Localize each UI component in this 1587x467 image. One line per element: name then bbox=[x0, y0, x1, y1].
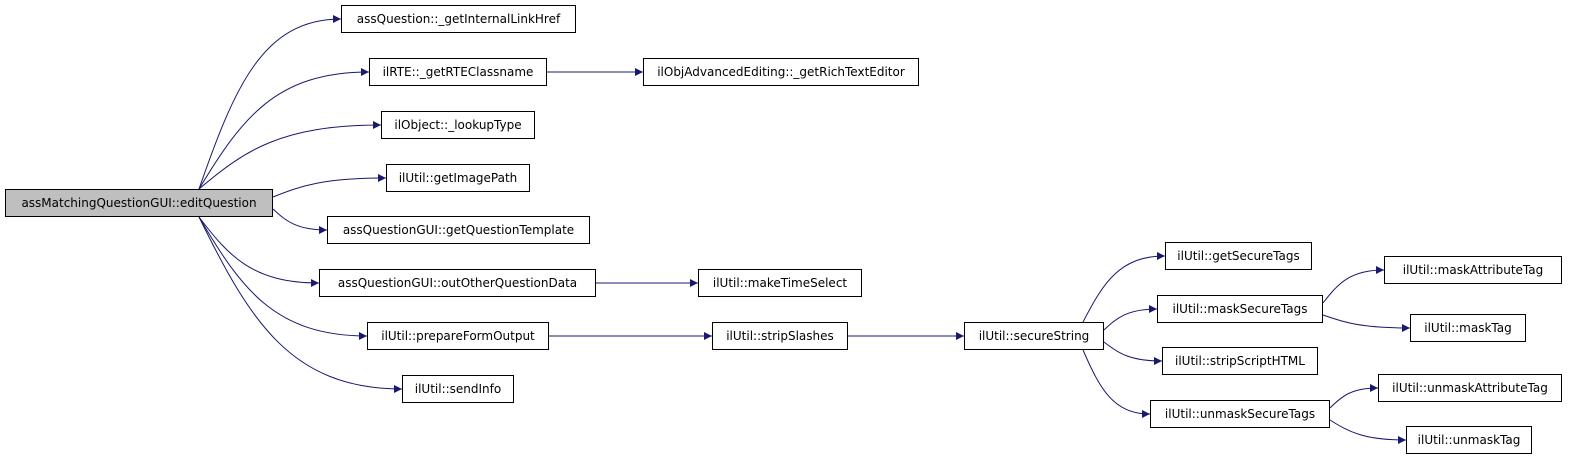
edge-unmask-secure-tags-to-unmask-tag bbox=[1329, 419, 1407, 444]
node-get-question-template[interactable]: assQuestionGUI::getQuestionTemplate bbox=[327, 216, 590, 244]
node-secure-string[interactable]: ilUtil::secureString bbox=[964, 322, 1104, 350]
edge-root-to-out-other-question-data bbox=[198, 216, 320, 287]
edge-mask-secure-tags-to-mask-attribute-tag bbox=[1322, 266, 1385, 304]
node-get-rte-classname[interactable]: ilRTE::_getRTEClassname bbox=[369, 58, 547, 86]
edge-root-to-get-image-path bbox=[272, 174, 387, 198]
node-get-rich-text-editor[interactable]: ilObjAdvancedEditing::_getRichTextEditor bbox=[643, 58, 919, 86]
edge-root-to-lookup-type bbox=[198, 121, 382, 190]
node-out-other-question-data[interactable]: assQuestionGUI::outOtherQuestionData bbox=[319, 269, 596, 297]
node-lookup-type[interactable]: ilObject::_lookupType bbox=[381, 111, 535, 139]
node-root-edit-question[interactable]: assMatchingQuestionGUI::editQuestion bbox=[5, 189, 273, 217]
node-unmask-secure-tags[interactable]: ilUtil::unmaskSecureTags bbox=[1150, 400, 1330, 428]
node-get-internal-link-href[interactable]: assQuestion::_getInternalLinkHref bbox=[341, 5, 576, 33]
node-send-info[interactable]: ilUtil::sendInfo bbox=[402, 375, 514, 403]
edge-secure-string-to-strip-script-html bbox=[1103, 341, 1163, 365]
edge-root-to-get-internal-link-href bbox=[198, 15, 342, 190]
edge-secure-string-to-mask-secure-tags bbox=[1103, 305, 1158, 331]
node-mask-attribute-tag[interactable]: ilUtil::maskAttributeTag bbox=[1384, 256, 1562, 284]
edge-secure-string-to-unmask-secure-tags bbox=[1082, 349, 1151, 418]
node-make-time-select[interactable]: ilUtil::makeTimeSelect bbox=[698, 269, 862, 297]
node-strip-slashes[interactable]: ilUtil::stripSlashes bbox=[712, 322, 848, 350]
edge-root-to-prepare-form-output bbox=[198, 216, 368, 340]
edge-root-to-get-question-template bbox=[272, 208, 328, 234]
node-mask-tag[interactable]: ilUtil::maskTag bbox=[1410, 314, 1526, 342]
node-get-secure-tags[interactable]: ilUtil::getSecureTags bbox=[1165, 242, 1312, 270]
node-strip-script-html[interactable]: ilUtil::stripScriptHTML bbox=[1162, 347, 1318, 375]
node-unmask-attribute-tag[interactable]: ilUtil::unmaskAttributeTag bbox=[1378, 374, 1562, 402]
edge-unmask-secure-tags-to-unmask-attribute-tag bbox=[1329, 384, 1379, 409]
node-prepare-form-output[interactable]: ilUtil::prepareFormOutput bbox=[367, 322, 549, 350]
edge-root-to-send-info bbox=[198, 216, 403, 393]
node-get-image-path[interactable]: ilUtil::getImagePath bbox=[386, 164, 530, 192]
node-mask-secure-tags[interactable]: ilUtil::maskSecureTags bbox=[1157, 295, 1323, 323]
node-unmask-tag[interactable]: ilUtil::unmaskTag bbox=[1406, 426, 1532, 454]
edge-secure-string-to-get-secure-tags bbox=[1082, 252, 1166, 323]
edge-mask-secure-tags-to-mask-tag bbox=[1322, 314, 1411, 332]
edge-root-to-get-rte-classname bbox=[198, 68, 370, 190]
